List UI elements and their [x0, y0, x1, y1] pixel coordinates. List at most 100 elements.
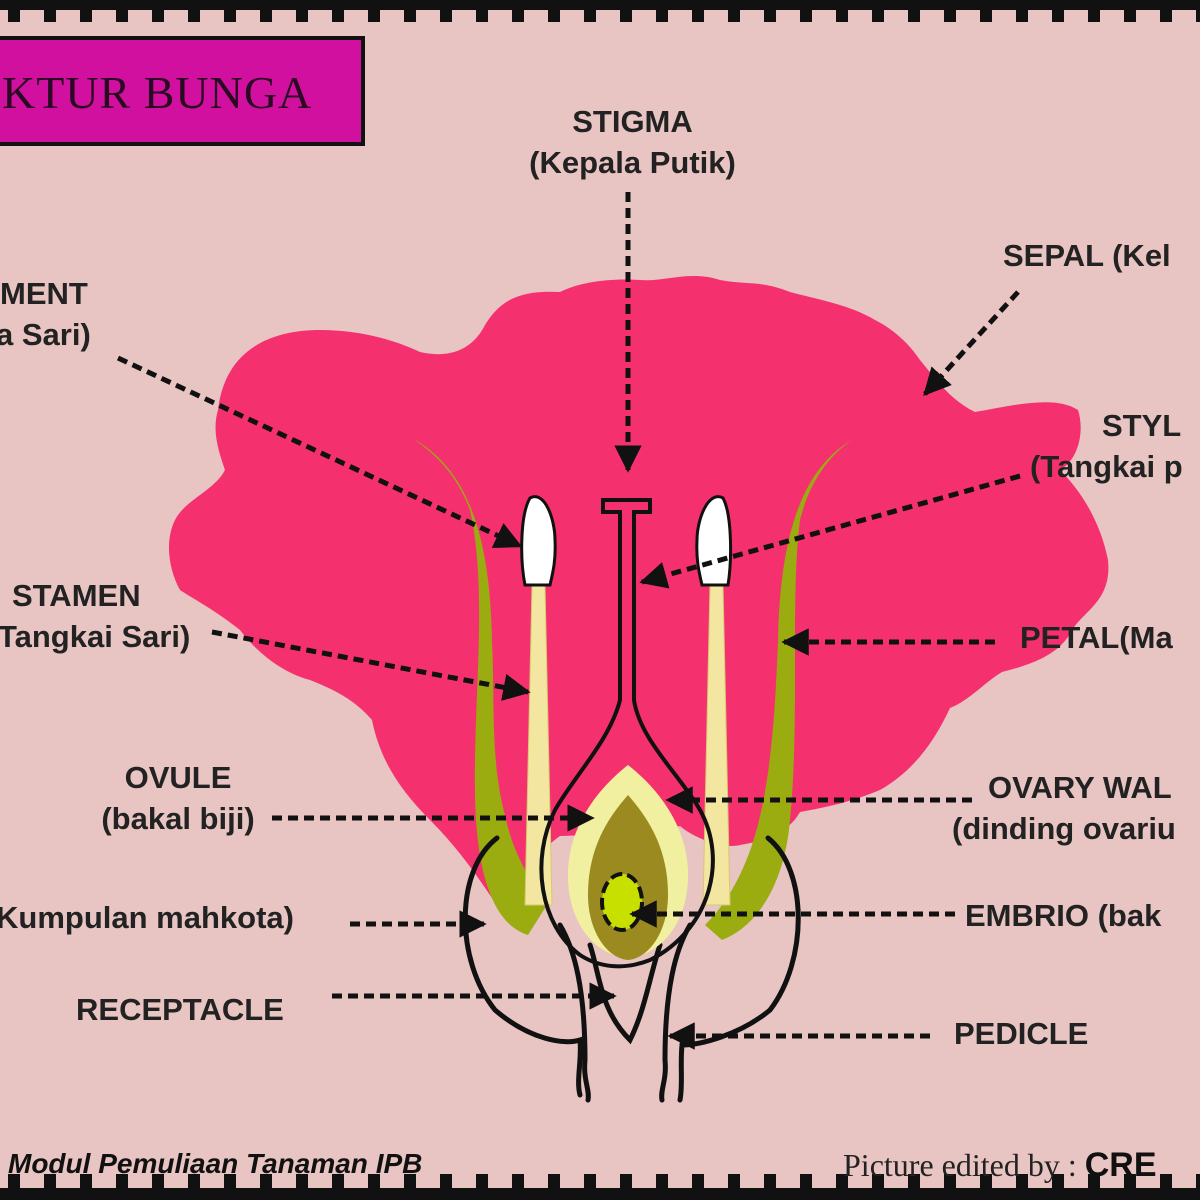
callout-arrows — [116, 192, 1021, 1050]
border-tick — [512, 10, 524, 22]
border-tick — [116, 10, 128, 22]
ovule-sub: (bakal biji) — [101, 801, 255, 836]
border-tick — [1016, 10, 1028, 22]
border-tick — [692, 1174, 704, 1188]
border-tick — [44, 1174, 56, 1188]
inner-petal-right — [705, 440, 852, 940]
border-tick — [1196, 10, 1200, 22]
border-tick — [908, 10, 920, 22]
label-ovule: OVULE (bakal biji) — [78, 762, 278, 834]
border-tick — [872, 10, 884, 22]
border-tick — [188, 1174, 200, 1188]
label-pedicle: PEDICLE — [954, 1016, 1089, 1051]
border-tick — [1160, 10, 1172, 22]
label-style: STYL (Tangkai p — [1030, 410, 1183, 482]
pistil-style — [539, 498, 715, 969]
border-tick — [1088, 1174, 1100, 1188]
label-embrio: EMBRIO (bak — [965, 898, 1162, 933]
border-tick — [44, 10, 56, 22]
border-tick — [440, 10, 452, 22]
border-tick — [1052, 1174, 1064, 1188]
label-ovary-wall: OVARY WAL (dinding ovariu — [952, 772, 1176, 844]
border-tick — [152, 1174, 164, 1188]
border-tick — [728, 10, 740, 22]
border-tick — [332, 10, 344, 22]
petal-shape — [168, 275, 1109, 910]
ovule-title: OVULE — [124, 760, 232, 795]
border-tick — [368, 1174, 380, 1188]
border-tick — [296, 10, 308, 22]
border-tick — [764, 1174, 776, 1188]
border-tick — [1196, 1174, 1200, 1188]
border-tick — [1160, 1174, 1172, 1188]
border-tick — [80, 10, 92, 22]
source-note: Modul Pemuliaan Tanaman IPB — [8, 1148, 423, 1179]
ovary-wall-sub: (dinding ovariu — [952, 811, 1176, 846]
anther-left — [520, 495, 557, 587]
label-filament: MENT a Sari) — [0, 278, 91, 350]
border-tick — [692, 10, 704, 22]
stigma-sub: (Kepala Putik) — [529, 145, 736, 180]
bottom-border — [0, 1174, 1200, 1200]
border-tick — [188, 10, 200, 22]
label-corolla: Kumpulan mahkota) — [0, 900, 294, 935]
border-tick — [548, 10, 560, 22]
border-tick — [1052, 10, 1064, 22]
receptacle-outline — [462, 835, 583, 1098]
border-tick — [656, 1174, 668, 1188]
border-tick — [1124, 1174, 1136, 1188]
title-box: KTUR BUNGA — [0, 36, 365, 146]
stamen-title: STAMEN — [12, 578, 141, 613]
style-title: STYL — [1102, 408, 1182, 443]
style-sub: (Tangkai p — [1030, 449, 1183, 484]
border-tick — [512, 1174, 524, 1188]
border-tick — [8, 1174, 20, 1188]
arrow-filament — [116, 355, 523, 549]
border-tick — [260, 1174, 272, 1188]
embrio — [600, 872, 644, 932]
border-tick — [296, 1174, 308, 1188]
border-tick — [584, 1174, 596, 1188]
border-tick — [1088, 10, 1100, 22]
border-tick — [368, 10, 380, 22]
border-tick — [116, 1174, 128, 1188]
border-tick — [1016, 1174, 1028, 1188]
filament-sub: a Sari) — [0, 317, 91, 352]
border-tick — [8, 10, 20, 22]
label-sepal: SEPAL (Kel — [1003, 238, 1171, 273]
filament-title: MENT — [0, 276, 88, 311]
border-tick — [404, 10, 416, 22]
border-tick — [728, 1174, 740, 1188]
border-tick — [1124, 10, 1136, 22]
label-stamen: STAMEN Tangkai Sari) — [0, 580, 190, 652]
border-tick — [404, 1174, 416, 1188]
inner-petal-left — [412, 438, 550, 935]
stamen-sub: Tangkai Sari) — [0, 619, 191, 654]
label-stigma: STIGMA (Kepala Putik) — [510, 106, 755, 178]
label-petal: PETAL(Ma — [1020, 620, 1173, 655]
page-title: KTUR BUNGA — [2, 67, 313, 118]
border-tick — [332, 1174, 344, 1188]
border-tick — [80, 1174, 92, 1188]
border-tick — [548, 1174, 560, 1188]
border-tick — [152, 10, 164, 22]
arrow-style — [639, 473, 1021, 589]
border-tick — [836, 10, 848, 22]
border-tick — [620, 1174, 632, 1188]
border-tick — [800, 10, 812, 22]
label-receptacle: RECEPTACLE — [76, 992, 284, 1027]
credit-note: Picture edited by : CRE — [843, 1146, 1157, 1185]
border-tick — [944, 1174, 956, 1188]
credit-text: Picture edited by : — [843, 1147, 1077, 1183]
border-tick — [836, 1174, 848, 1188]
border-tick — [872, 1174, 884, 1188]
border-tick — [620, 10, 632, 22]
arrow-sepal — [923, 290, 1020, 397]
border-tick — [476, 10, 488, 22]
border-tick — [584, 10, 596, 22]
border-tick — [224, 1174, 236, 1188]
border-tick — [476, 1174, 488, 1188]
border-tick — [656, 10, 668, 22]
arrow-stamen — [211, 629, 531, 701]
